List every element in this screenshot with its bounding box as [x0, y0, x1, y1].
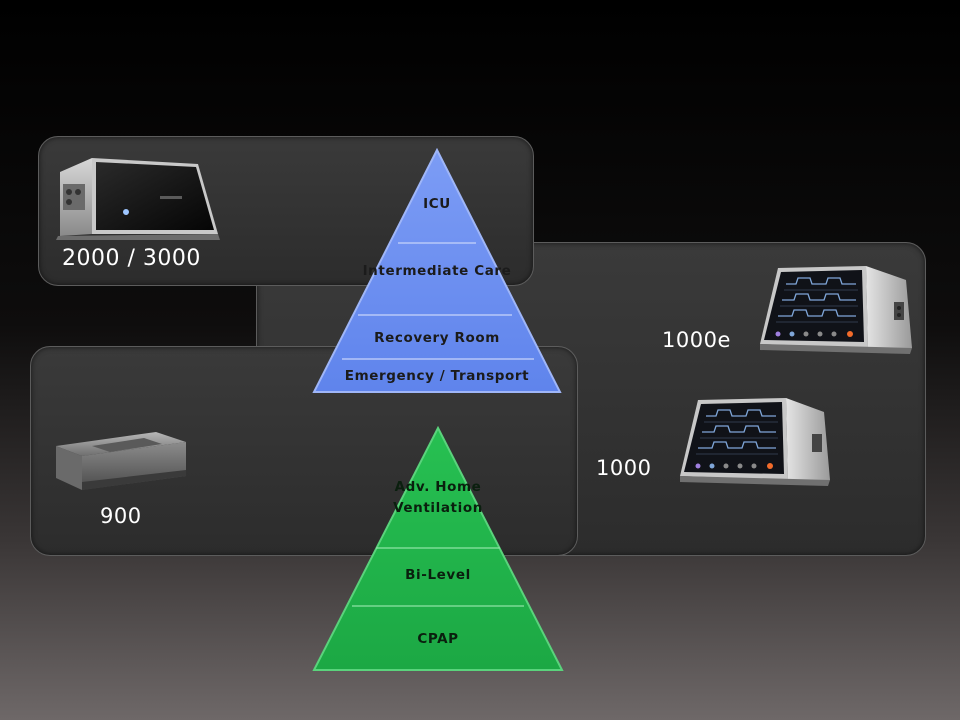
- tier-label-intermediate-care: Intermediate Care: [362, 263, 512, 279]
- model-label-1000e: 1000e: [662, 328, 731, 352]
- ventilator-1000-icon: [680, 398, 830, 486]
- hospital-care-pyramid: [312, 148, 562, 393]
- tier-label-recovery-room: Recovery Room: [374, 330, 500, 346]
- model-label-2000-3000: 2000 / 3000: [62, 246, 201, 271]
- tier-label-adv-home-ventilation: Adv. Home Ventilation: [393, 479, 483, 516]
- ventilator-1000e-icon: [760, 266, 912, 354]
- ventilator-900-icon: [56, 432, 186, 490]
- tier-label-icu: ICU: [423, 196, 451, 212]
- ventilator-2000-3000-icon: [56, 158, 220, 240]
- tier-label-emergency-transport: Emergency / Transport: [344, 368, 530, 384]
- tier-label-cpap: CPAP: [417, 631, 459, 647]
- tier-label-bi-level: Bi-Level: [405, 567, 471, 583]
- model-label-1000: 1000: [596, 456, 652, 480]
- model-label-900: 900: [100, 504, 142, 528]
- home-care-pyramid: [312, 426, 564, 671]
